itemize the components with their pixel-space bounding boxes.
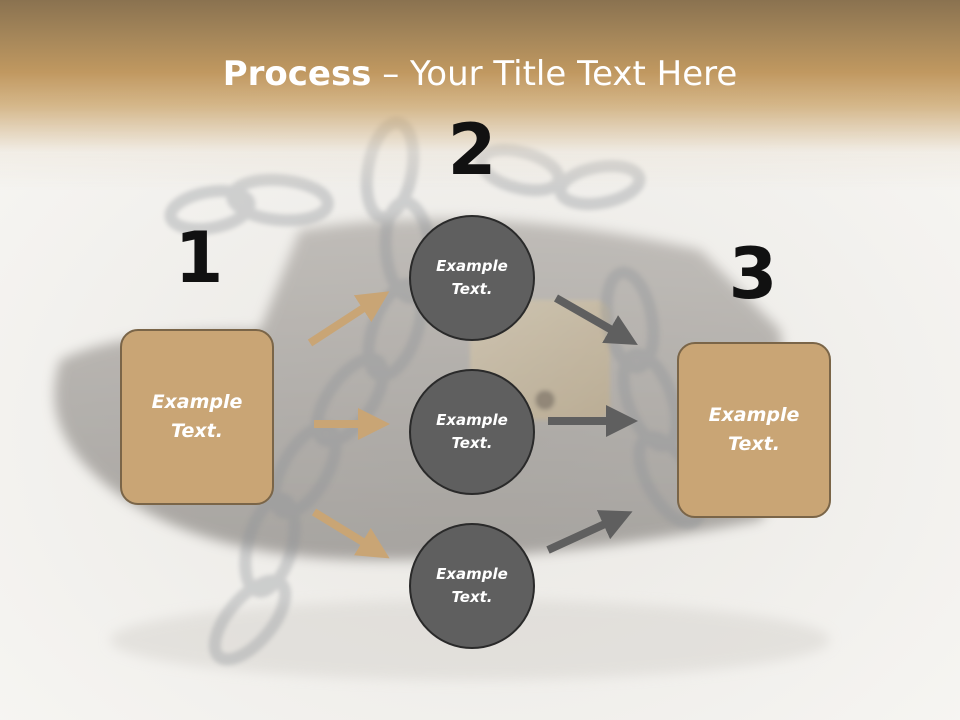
step-number-2: 2	[447, 109, 497, 191]
circle-bottom[interactable]: Example Text.	[409, 523, 535, 649]
title-band	[0, 0, 960, 190]
circle-top[interactable]: Example Text.	[409, 215, 535, 341]
circle-top-text: Example Text.	[436, 257, 508, 298]
step-number-1: 1	[174, 217, 224, 299]
arrow-left-to-bottom	[311, 508, 390, 559]
right-text-box[interactable]: Example Text.	[677, 342, 831, 518]
arrow-left-to-top	[307, 291, 390, 347]
arrow-top-to-right	[554, 294, 638, 345]
title-bold-part: Process	[222, 54, 372, 94]
title-rest-part: – Your Title Text Here	[371, 54, 738, 94]
left-box-text: Example Text.	[151, 391, 243, 442]
left-text-box[interactable]: Example Text.	[120, 329, 274, 505]
arrow-bottom-to-right	[546, 510, 633, 554]
step-number-3: 3	[728, 233, 778, 315]
slide-title: Process – Your Title Text Here	[0, 52, 960, 96]
circle-middle-text: Example Text.	[436, 411, 508, 452]
circle-middle[interactable]: Example Text.	[409, 369, 535, 495]
circle-bottom-text: Example Text.	[436, 565, 508, 606]
right-box-text: Example Text.	[708, 404, 800, 455]
